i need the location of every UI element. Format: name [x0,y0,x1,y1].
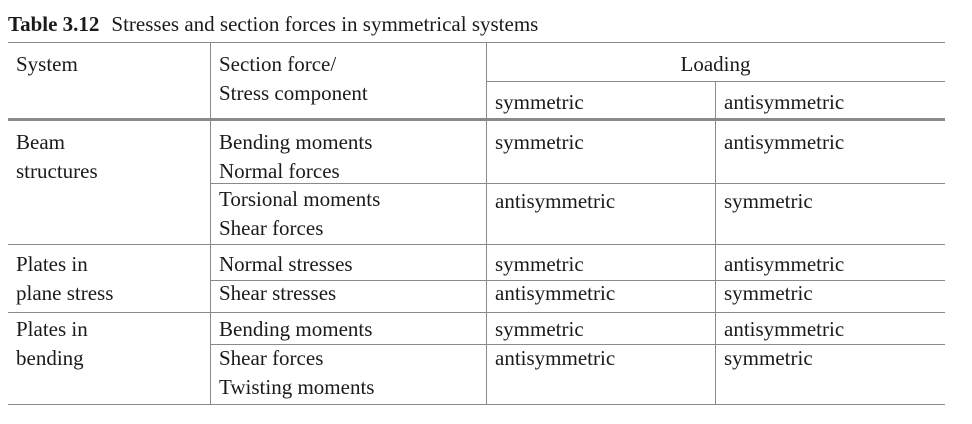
header-section-force-line1: Section force/ [219,52,337,76]
bending-row-divider [210,344,945,345]
component-cell: Torsional moments Shear forces [219,185,380,242]
antisymmetric-loading-cell: antisymmetric [724,250,844,279]
symmetric-loading-cell: symmetric [495,315,584,344]
loading-value: symmetric [724,281,813,305]
loading-value: antisymmetric [495,189,616,213]
system-line1: Plates in [16,252,88,276]
symmetric-loading-cell: symmetric [495,128,584,157]
component-cell: Bending moments [219,315,372,344]
group-divider-1 [8,244,945,245]
header-symmetric: symmetric [495,88,584,117]
component-label: Normal forces [219,158,340,183]
header-antisymmetric: antisymmetric [724,88,844,117]
component-cell: Bending moments Normal forces [219,128,372,185]
component-label: Shear forces [219,346,324,370]
component-label: Torsional moments [219,187,381,211]
table-title: Stresses and section forces in symmetric… [111,12,539,36]
column-divider-2 [486,43,487,404]
component-label: Shear forces [219,215,324,240]
component-cell: Normal stresses [219,250,353,279]
symmetric-loading-cell: antisymmetric [495,187,615,216]
table-bottom-rule [8,404,945,405]
system-line1: Plates in [16,317,88,341]
component-label: Normal stresses [219,252,353,276]
system-plates-bending: Plates in bending [16,315,88,372]
system-line2: plane stress [16,280,114,305]
column-divider-3 [715,82,716,404]
header-section-force: Section force/ Stress component [219,50,368,107]
component-cell: Shear forces Twisting moments [219,344,374,401]
component-label: Bending moments [219,130,373,154]
system-plates-plane-stress: Plates in plane stress [16,250,113,307]
antisymmetric-loading-cell: symmetric [724,344,813,373]
antisymmetric-loading-cell: symmetric [724,187,813,216]
loading-value: symmetric [724,189,813,213]
header-bottom-rule [8,118,945,121]
header-loading-label: Loading [680,52,751,76]
antisymmetric-loading-cell: antisymmetric [724,128,844,157]
system-line1: Beam [16,130,65,154]
table-top-rule [8,42,945,43]
symmetric-loading-cell: antisymmetric [495,344,615,373]
loading-value: symmetric [495,317,584,341]
header-antisymmetric-label: antisymmetric [724,90,845,114]
antisymmetric-loading-cell: symmetric [724,279,813,308]
column-divider-1 [210,43,211,404]
header-section-force-line2: Stress component [219,80,368,105]
header-system-label: System [16,52,78,76]
header-loading: Loading [486,50,945,79]
system-line2: structures [16,158,98,183]
loading-value: symmetric [724,346,813,370]
symmetric-loading-cell: antisymmetric [495,279,615,308]
beam-row-divider [210,183,945,184]
loading-value: antisymmetric [724,317,845,341]
component-label: Shear stresses [219,281,337,305]
header-system: System [16,50,78,79]
symmetric-loading-cell: symmetric [495,250,584,279]
antisymmetric-loading-cell: antisymmetric [724,315,844,344]
table-caption: Table 3.12 Stresses and section forces in… [8,11,538,37]
header-symmetric-label: symmetric [495,90,584,114]
loading-header-rule [486,81,945,82]
component-label: Bending moments [219,317,373,341]
loading-value: antisymmetric [724,130,845,154]
loading-value: symmetric [495,252,584,276]
group-divider-2 [8,312,945,313]
plane-stress-row-divider [210,280,945,281]
loading-value: symmetric [495,130,584,154]
component-label: Twisting moments [219,374,375,399]
loading-value: antisymmetric [724,252,845,276]
system-line2: bending [16,345,84,370]
table-number: Table 3.12 [8,12,100,36]
loading-value: antisymmetric [495,281,616,305]
loading-value: antisymmetric [495,346,616,370]
system-beam-structures: Beam structures [16,128,98,185]
component-cell: Shear stresses [219,279,336,308]
